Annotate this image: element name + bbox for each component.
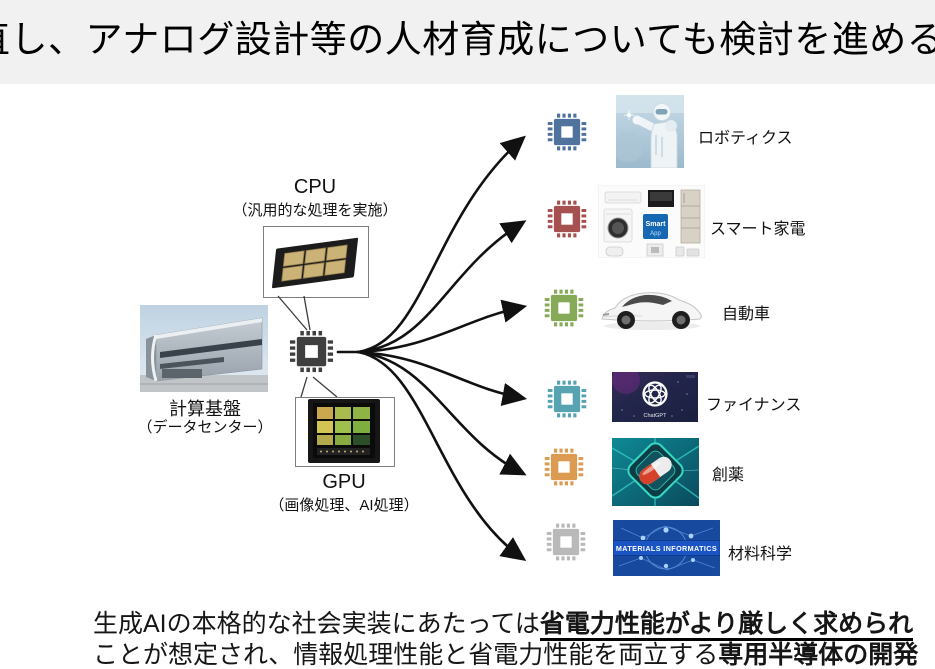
materials-photo: MATERIALS INFORMATICS <box>613 520 720 576</box>
capsule-photo <box>612 438 699 506</box>
car-photo <box>592 273 712 337</box>
cpu-die-photo <box>264 227 366 295</box>
appliances-chip-icon <box>547 200 587 238</box>
footer-line2-emphasis: 専用半導体の開発 <box>718 641 919 669</box>
headline-text: 直し、アナログ設計等の人材育成についても検討を進める <box>0 19 935 60</box>
materials-banner-text: MATERIALS INFORMATICS <box>616 544 717 553</box>
footer-line2-normal: ことが想定され、情報処理性能と省電力性能を両立する <box>93 641 719 669</box>
cpu-callout-line-left <box>277 295 308 331</box>
smart-badge-line2: App <box>650 231 661 237</box>
chatgpt-photo: ChatGPT <box>612 372 698 422</box>
chatgpt-logo-text: ChatGPT <box>644 413 668 419</box>
gpu-callout-box <box>295 397 395 467</box>
gpu-title: GPU <box>322 471 366 493</box>
footer-line1: 生成AIの本格的な社会実装にあたっては省電力性能がより厳しく求められ <box>93 609 918 641</box>
footer-line1-normal: 生成AIの本格的な社会実装にあたっては <box>93 610 540 638</box>
arrow-to-appliances <box>356 220 527 354</box>
materials-label: 材料科学 <box>728 546 793 563</box>
robot-photo <box>616 95 684 168</box>
gpu-description: （画像処理、AI処理） <box>269 497 419 514</box>
finance-chip-icon <box>547 380 587 418</box>
gpu-callout-line-right <box>312 376 338 398</box>
headline-bar: 直し、アナログ設計等の人材育成についても検討を進める <box>0 0 935 84</box>
arrow-to-car <box>356 299 528 354</box>
cpu-description: （汎用的な処理を実施） <box>232 202 398 219</box>
cpu-title: CPU <box>293 176 337 198</box>
smart-badge-line1: Smart <box>646 221 667 228</box>
appliances-photo: Smart App <box>598 185 705 258</box>
footer-text: 生成AIの本格的な社会実装にあたっては省電力性能がより厳しく求められ ことが想定… <box>93 609 919 669</box>
appliances-label: スマート家電 <box>710 221 806 238</box>
car-label: 自動車 <box>722 306 771 323</box>
footer-line1-emphasis: 省電力性能がより厳しく求められ <box>539 610 914 641</box>
datacenter-label: 計算基盤 <box>169 399 241 419</box>
car-chip-icon <box>544 289 584 327</box>
materials-chip-icon <box>546 523 586 561</box>
arrow-to-robotics <box>356 135 526 354</box>
datacenter-photo <box>140 305 268 392</box>
cpu-callout-line-right <box>303 295 311 331</box>
gpu-callout-line-left <box>300 376 308 398</box>
hub-chip-icon <box>289 330 334 373</box>
robotics-chip-icon <box>547 113 587 151</box>
robotics-label: ロボティクス <box>698 130 793 147</box>
drug-chip-icon <box>544 448 584 486</box>
finance-label: ファイナンス <box>706 397 802 414</box>
datacenter-sublabel: （データセンター） <box>137 419 273 436</box>
cpu-callout-box <box>263 226 369 298</box>
gpu-die-photo <box>296 398 392 464</box>
footer-line2: ことが想定され、情報処理性能と省電力性能を両立する専用半導体の開発 <box>93 640 919 669</box>
arrow-to-finance <box>356 350 528 406</box>
drug-label: 創薬 <box>712 467 745 484</box>
